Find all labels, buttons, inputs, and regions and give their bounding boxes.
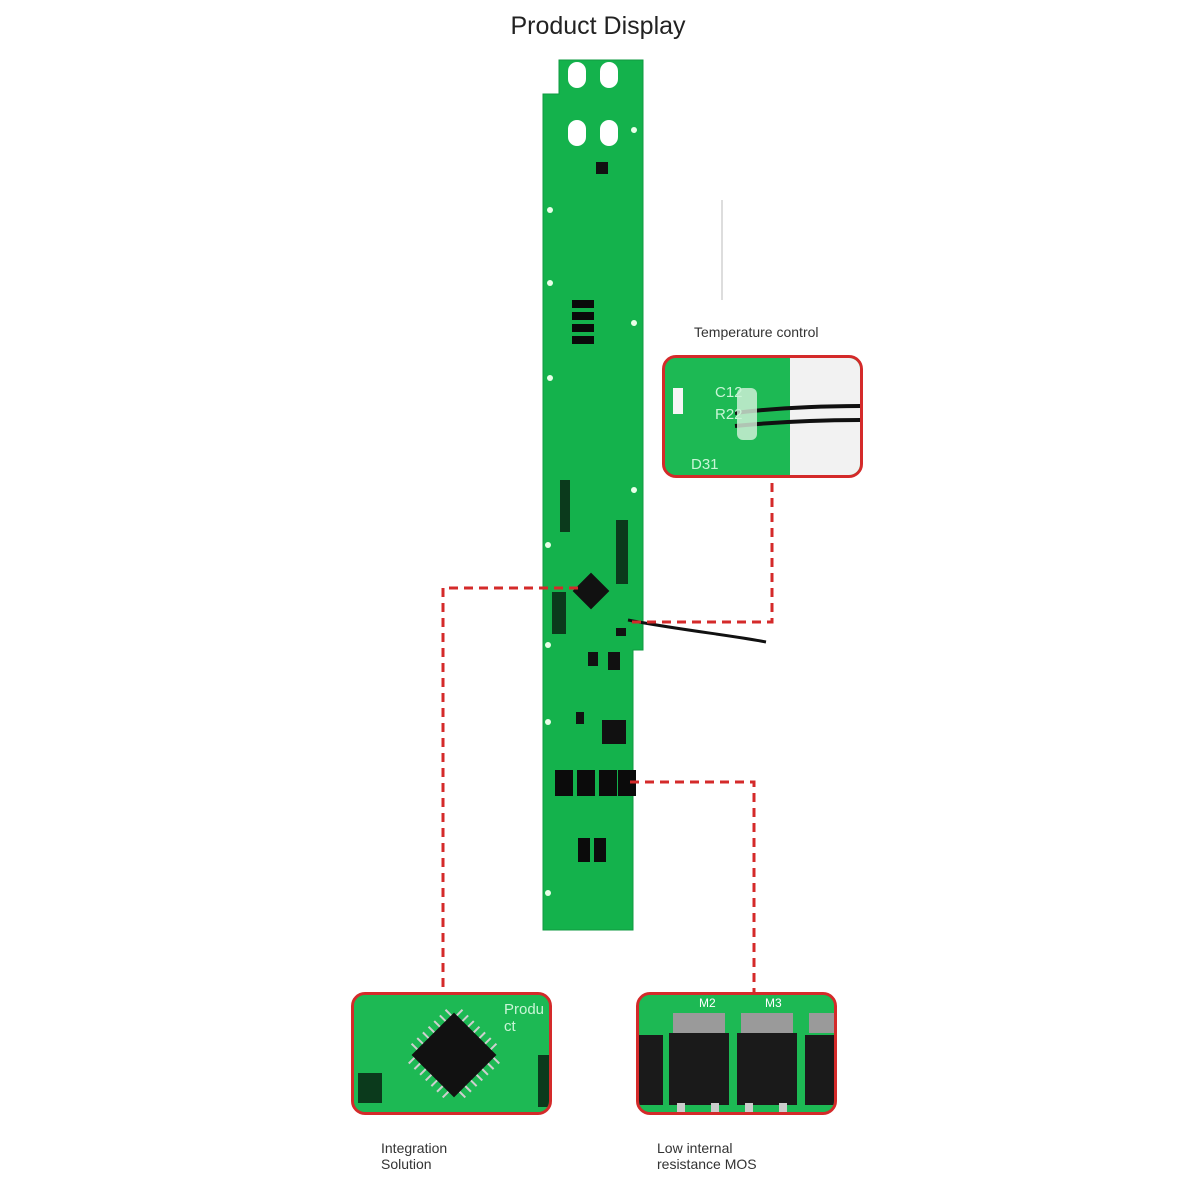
callout-leaders (441, 478, 774, 992)
silk-c12: C12 (715, 384, 743, 401)
mos-zoom-art (639, 995, 834, 1112)
integration-solution-caption: Integration Solution (381, 1140, 447, 1172)
pad-top-2 (600, 62, 618, 88)
mos-row (555, 770, 636, 796)
pad-top-3 (568, 120, 586, 146)
bottom-resistors (578, 838, 606, 862)
silk-r22: R22 (715, 406, 743, 423)
silk-d31: D31 (691, 456, 719, 473)
silk-m3: M3 (765, 996, 782, 1010)
silk-product: Produ ct (504, 1001, 545, 1035)
pad-top-1 (568, 62, 586, 88)
integration-zoom-panel: Produ ct (351, 992, 552, 1115)
smd-component (596, 162, 608, 174)
mos-line-2: resistance MOS (657, 1156, 757, 1172)
sensor-wire (627, 618, 767, 644)
main-ic (572, 572, 610, 610)
temperature-zoom-art (665, 358, 860, 475)
pcb-board (542, 59, 644, 931)
low-resistance-mos-caption: Low internal resistance MOS (657, 1140, 757, 1172)
page-title: Product Display (510, 12, 686, 40)
integration-line-2: Solution (381, 1156, 432, 1172)
integration-line-1: Integration (381, 1140, 448, 1156)
temperature-zoom-panel: C12 R22 D31 (662, 355, 863, 478)
small-components (576, 628, 626, 744)
integration-zoom-art (354, 995, 549, 1112)
mos-zoom-panel: M2 M3 (636, 992, 837, 1115)
resistor-stack (572, 300, 594, 344)
temperature-control-label: Temperature control (694, 324, 819, 340)
mos-line-1: Low internal (657, 1140, 733, 1156)
silk-m2: M2 (699, 996, 716, 1010)
via-dots (545, 127, 637, 896)
header-pins (552, 480, 628, 634)
pad-top-4 (600, 120, 618, 146)
